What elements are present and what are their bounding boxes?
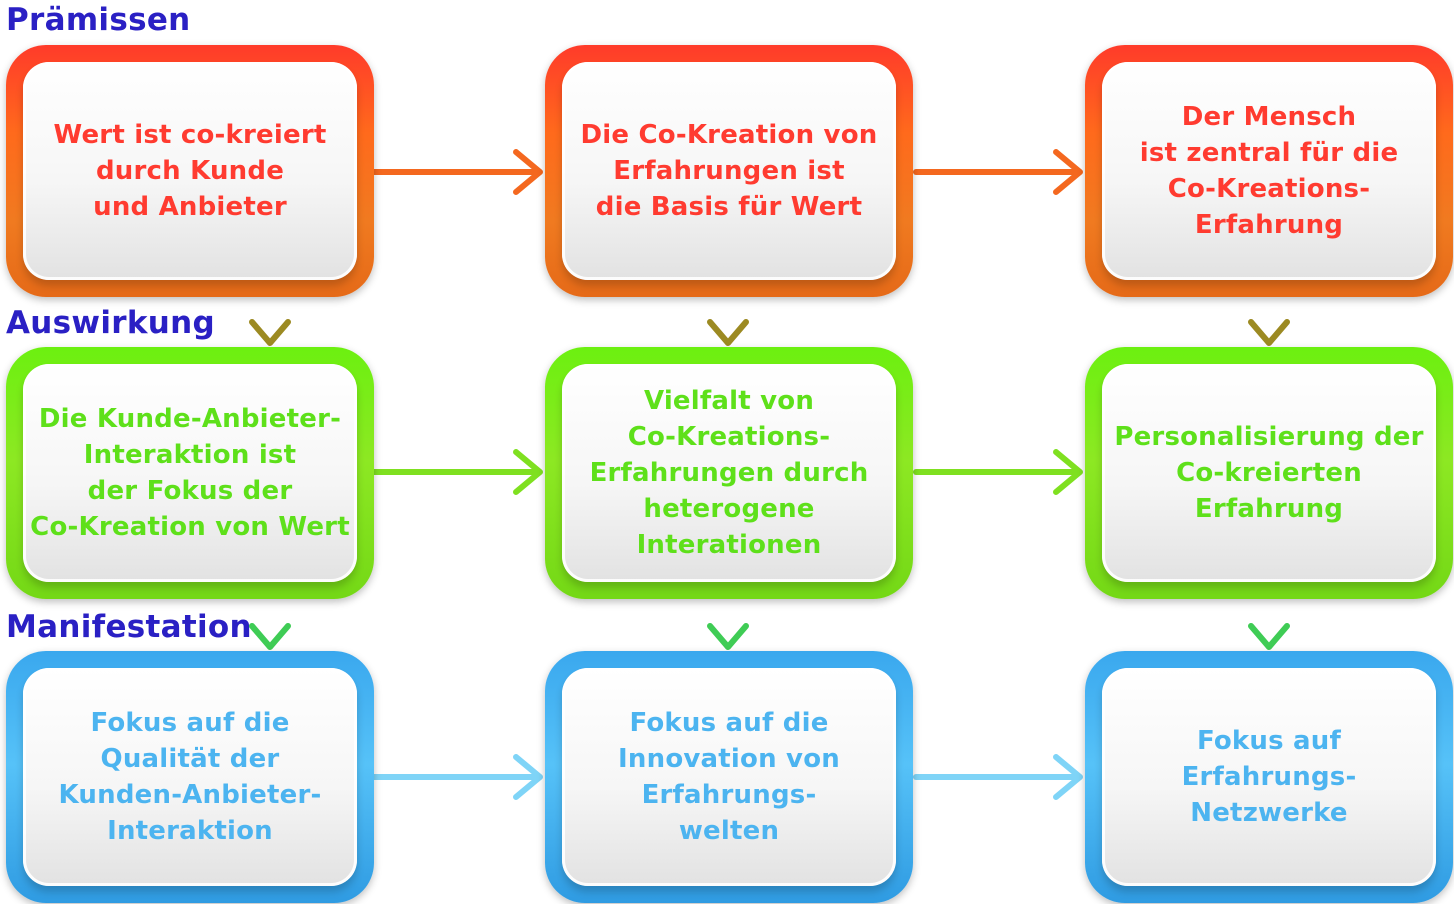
manifestation-box-1: Fokus auf die Qualität der Kunden-Anbiet…	[6, 651, 374, 903]
impact-text-2: Vielfalt von Co-Kreations- Erfahrungen d…	[589, 386, 869, 560]
manifestation-text-3: Fokus auf Erfahrungs- Netzwerke	[1181, 726, 1357, 828]
impact-box-2: Vielfalt von Co-Kreations- Erfahrungen d…	[545, 347, 913, 599]
impact-text-1: Die Kunde-Anbieter- Interaktion ist der …	[30, 404, 350, 542]
premise-box-3: Der Mensch ist zentral für die Co-Kreati…	[1085, 45, 1453, 297]
premise-text-3: Der Mensch ist zentral für die Co-Kreati…	[1139, 102, 1399, 240]
arrow-right-orange-1	[371, 149, 543, 195]
arrow-down-2-1	[249, 599, 291, 650]
impact-text-3: Personalisierung der Co-kreierten Erfahr…	[1114, 422, 1424, 524]
arrow-down-2-3	[1248, 599, 1290, 650]
level-label-premises: Prämissen	[6, 2, 191, 38]
manifestation-box-3: Fokus auf Erfahrungs- Netzwerke	[1085, 651, 1453, 903]
manifestation-text-2: Fokus auf die Innovation von Erfahrungs-…	[618, 708, 840, 846]
premise-box-1: Wert ist co-kreiert durch Kunde und Anbi…	[6, 45, 374, 297]
arrow-right-orange-2	[913, 149, 1083, 195]
premise-text-2: Die Co-Kreation von Erfahrungen ist die …	[580, 120, 878, 222]
level-label-impact: Auswirkung	[6, 305, 216, 341]
arrow-right-blue-1	[371, 754, 543, 800]
impact-box-1: Die Kunde-Anbieter- Interaktion ist der …	[6, 347, 374, 599]
arrow-right-green-2	[913, 449, 1083, 495]
arrow-down-1-1	[249, 295, 291, 346]
arrow-right-blue-2	[913, 754, 1083, 800]
premise-text-1: Wert ist co-kreiert durch Kunde und Anbi…	[53, 120, 327, 222]
arrow-down-1-2	[707, 295, 749, 346]
arrow-right-green-1	[371, 449, 543, 495]
level-label-manifestation: Manifestation	[6, 609, 252, 645]
arrow-down-1-3	[1248, 295, 1290, 346]
manifestation-text-1: Fokus auf die Qualität der Kunden-Anbiet…	[58, 708, 322, 846]
premise-box-2: Die Co-Kreation von Erfahrungen ist die …	[545, 45, 913, 297]
arrow-down-2-2	[707, 599, 749, 650]
manifestation-box-2: Fokus auf die Innovation von Erfahrungs-…	[545, 651, 913, 903]
impact-box-3: Personalisierung der Co-kreierten Erfahr…	[1085, 347, 1453, 599]
